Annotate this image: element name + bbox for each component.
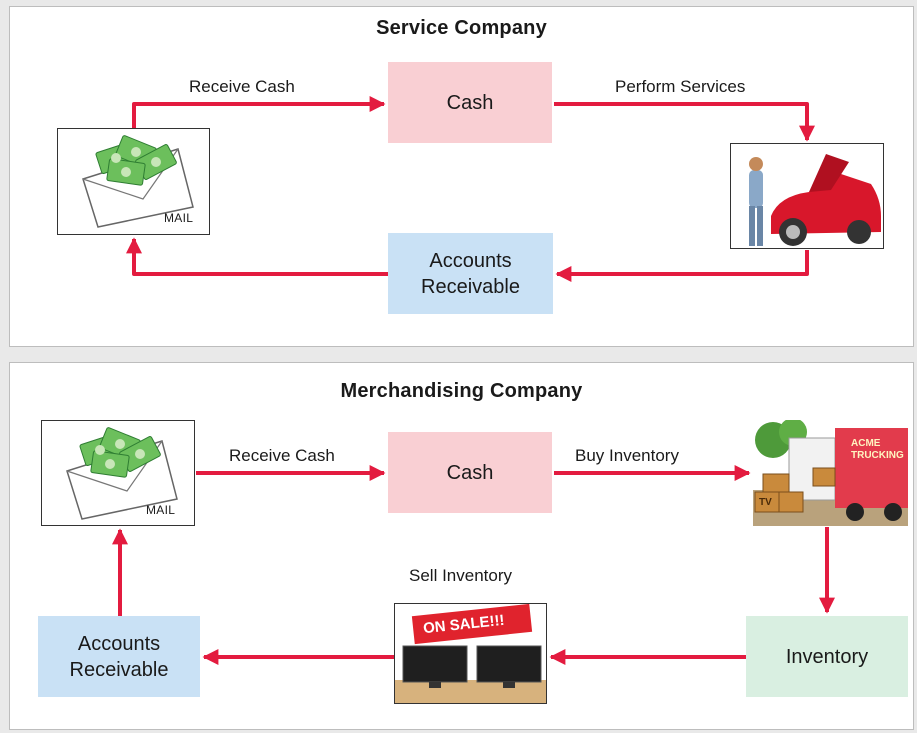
tv-sale-image: ON SALE!!!	[394, 603, 547, 704]
service-mail-envelope-image: MAIL	[57, 128, 210, 235]
envelope-with-money-icon	[66, 427, 178, 520]
merchandising-receive-cash-label: Receive Cash	[229, 446, 335, 465]
car-repair-icon	[731, 144, 883, 248]
service-cash-box: Cash	[388, 62, 552, 143]
service-perform-services-label: Perform Services	[615, 77, 746, 96]
service-accounts-receivable-box: Accounts Receivable	[388, 233, 553, 314]
truck-acme-text: ACME TRUCKING	[851, 438, 904, 461]
acme-truck-image: ACME TRUCKING TV	[753, 420, 908, 526]
merchandising-company-title: Merchandising Company	[340, 380, 583, 402]
tv-sale-icon	[395, 604, 546, 703]
service-receive-cash-label: Receive Cash	[189, 77, 295, 96]
mechanic-car-image	[730, 143, 884, 249]
service-company-title: Service Company	[376, 17, 547, 39]
merchandising-buy-inventory-label: Buy Inventory	[575, 446, 679, 465]
merchandising-accounts-receivable-box: Accounts Receivable	[38, 616, 200, 697]
merchandising-mail-envelope-image: MAIL	[41, 420, 195, 526]
merchandising-inventory-box: Inventory	[746, 616, 908, 697]
service-mail-text: MAIL	[164, 211, 194, 225]
envelope-with-money-icon	[82, 135, 194, 228]
tv-box-label: TV	[759, 497, 772, 508]
merchandising-sell-inventory-label: Sell Inventory	[409, 566, 512, 585]
merchandising-mail-text: MAIL	[146, 503, 176, 517]
delivery-truck-icon	[753, 420, 908, 526]
merchandising-cash-box: Cash	[388, 432, 552, 513]
